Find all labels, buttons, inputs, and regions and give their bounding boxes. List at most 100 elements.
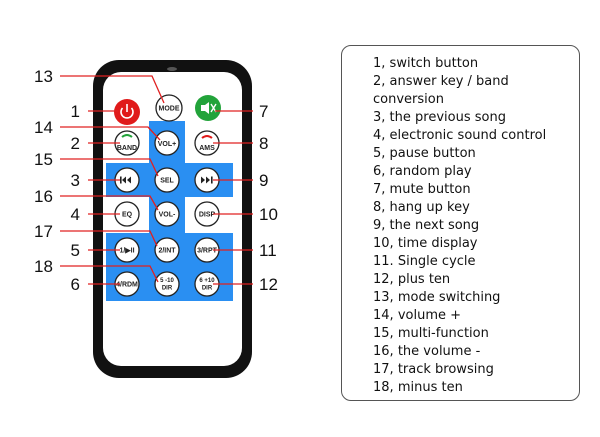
callout-14: 14	[34, 118, 53, 137]
legend-item-15: 15, multi-function	[373, 325, 578, 343]
legend-text: the volume -	[397, 344, 481, 359]
legend-item-5: 5, pause button	[373, 145, 578, 163]
callout-6: 6	[71, 275, 80, 294]
rpt-label: 3/RPT	[197, 248, 218, 255]
callout-5: 5	[71, 241, 80, 260]
callout-17: 17	[34, 222, 53, 241]
power-icon	[120, 104, 134, 119]
dir-plus-bottom-label: DIR	[202, 286, 213, 292]
band-label: BAND	[117, 145, 137, 152]
legend-num: 18,	[373, 380, 394, 395]
callout-15: 15	[34, 150, 53, 169]
callout-10: 10	[259, 205, 278, 224]
legend-text: plus ten	[397, 272, 451, 287]
legend-text: the next song	[389, 218, 480, 233]
rpt-button[interactable]: 3/RPT	[194, 237, 220, 263]
callout-3: 3	[71, 171, 80, 190]
legend-num: 15,	[373, 326, 394, 341]
ir-window	[167, 67, 177, 71]
legend-num: 5,	[373, 146, 386, 161]
legend-item-3: 3, the previous song	[373, 109, 578, 127]
power-button[interactable]	[114, 99, 140, 125]
callout-12: 12	[259, 275, 278, 294]
disp-label: DISP	[199, 212, 216, 219]
legend-num: 6,	[373, 164, 386, 179]
legend-text: multi-function	[397, 326, 489, 341]
int-label: 2/INT	[158, 248, 176, 255]
legend-text: volume +	[397, 308, 462, 323]
legend-num: 7,	[373, 182, 386, 197]
mute-button[interactable]	[195, 95, 221, 121]
legend-num: 9,	[373, 218, 386, 233]
legend-num: 3,	[373, 110, 386, 125]
legend-item-12: 12, plus ten	[373, 271, 578, 289]
callout-8: 8	[259, 134, 268, 153]
vol-plus-label: VOL+	[158, 141, 176, 148]
legend-item-16: 16, the volume -	[373, 343, 578, 361]
legend-text: answer key / band	[389, 74, 509, 89]
sel-button[interactable]: SEL	[154, 167, 180, 193]
answer-phone-icon	[121, 134, 133, 138]
legend-item-6: 6, random play	[373, 163, 578, 181]
legend-text: mute button	[389, 182, 471, 197]
legend-text: conversion	[373, 92, 444, 107]
previous-icon	[120, 176, 131, 184]
legend-item-17: 17, track browsing	[373, 361, 578, 379]
ams-label: AMS	[199, 145, 215, 152]
dir-plus-button[interactable]: 6 +10 DIR	[194, 271, 220, 297]
legend-item-9: 9, the next song	[373, 217, 578, 235]
callout-13: 13	[34, 67, 53, 86]
legend-list: 1, switch button 2, answer key / band co…	[373, 55, 578, 397]
callout-18: 18	[34, 257, 53, 276]
legend-item-1: 1, switch button	[373, 55, 578, 73]
legend-text: minus ten	[397, 380, 463, 395]
legend-text: the previous song	[389, 110, 506, 125]
legend-num: 11.	[373, 254, 394, 269]
callout-16: 16	[34, 187, 53, 206]
callout-numbers: 1 2 3 4 5 6 7 8 9 10 11 12 13 14 15 16 1…	[34, 67, 278, 294]
hangup-phone-icon	[201, 135, 213, 139]
legend-num: 16,	[373, 344, 394, 359]
legend-text: random play	[389, 164, 472, 179]
legend-num: 14,	[373, 308, 394, 323]
eq-label: EQ	[122, 212, 133, 219]
callout-lines	[60, 75, 253, 285]
legend-num: 10,	[373, 236, 394, 251]
sel-label: SEL	[160, 178, 174, 185]
callout-11: 11	[259, 241, 277, 260]
legend-item-4: 4, electronic sound control	[373, 127, 578, 145]
legend-item-13: 13, mode switching	[373, 289, 578, 307]
legend-item-8: 8, hang up key	[373, 199, 578, 217]
legend-text: switch button	[389, 56, 479, 71]
legend-item-11: 11. Single cycle	[373, 253, 578, 271]
mode-label: MODE	[159, 106, 180, 113]
vol-plus-button[interactable]: VOL+	[154, 130, 180, 156]
callout-2: 2	[71, 134, 80, 153]
legend-item-14: 14, volume +	[373, 307, 578, 325]
int-button[interactable]: 2/INT	[154, 237, 180, 263]
legend-text: track browsing	[397, 362, 494, 377]
legend-text: hang up key	[389, 200, 470, 215]
legend-num: 8,	[373, 200, 386, 215]
dir-minus-bottom-label: DIR	[162, 286, 173, 292]
next-icon	[201, 176, 213, 184]
legend-num: 4,	[373, 128, 386, 143]
legend-num: 17,	[373, 362, 394, 377]
callout-1: 1	[71, 102, 80, 121]
legend-item-7: 7, mute button	[373, 181, 578, 199]
legend-text: time display	[397, 236, 478, 251]
legend-item-2: 2, answer key / band	[373, 73, 578, 91]
legend-text: electronic sound control	[389, 128, 547, 143]
legend-num: 12,	[373, 272, 394, 287]
legend-item-18: 18, minus ten	[373, 379, 578, 397]
mode-button[interactable]: MODE	[155, 94, 183, 122]
legend-box	[341, 45, 580, 401]
dir-minus-button[interactable]: 5 -10 DIR	[154, 271, 180, 297]
legend-text: pause button	[389, 146, 476, 161]
dir-plus-top-label: 6 +10	[199, 278, 215, 284]
legend-num: 2,	[373, 74, 386, 89]
rdm-label: 4/RDM	[116, 282, 138, 289]
vol-minus-button[interactable]: VOL-	[154, 201, 180, 227]
legend-num: 13,	[373, 290, 394, 305]
